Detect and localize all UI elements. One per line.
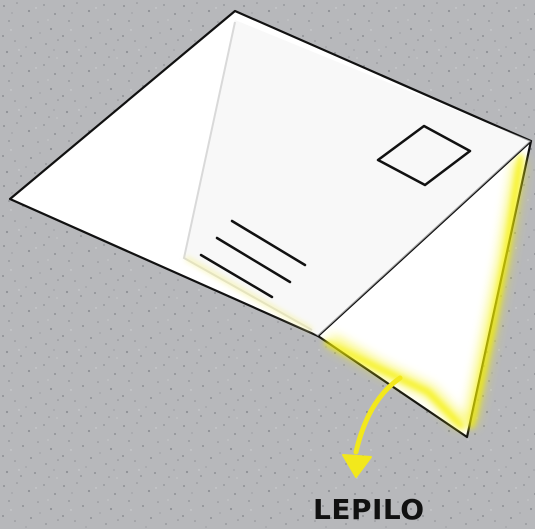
glue-arrow-head (342, 454, 372, 478)
stamp-icon (376, 124, 472, 187)
inner-sheet-glue-edge (184, 256, 313, 332)
address-lines (199, 219, 307, 299)
address-line (215, 236, 292, 284)
glue-arrow (353, 375, 403, 455)
envelope-inner-sheet (184, 20, 531, 336)
glue-strip-core (324, 154, 523, 430)
address-line (230, 219, 307, 267)
address-line (199, 253, 274, 299)
glue-label: LEPILO (313, 493, 425, 526)
